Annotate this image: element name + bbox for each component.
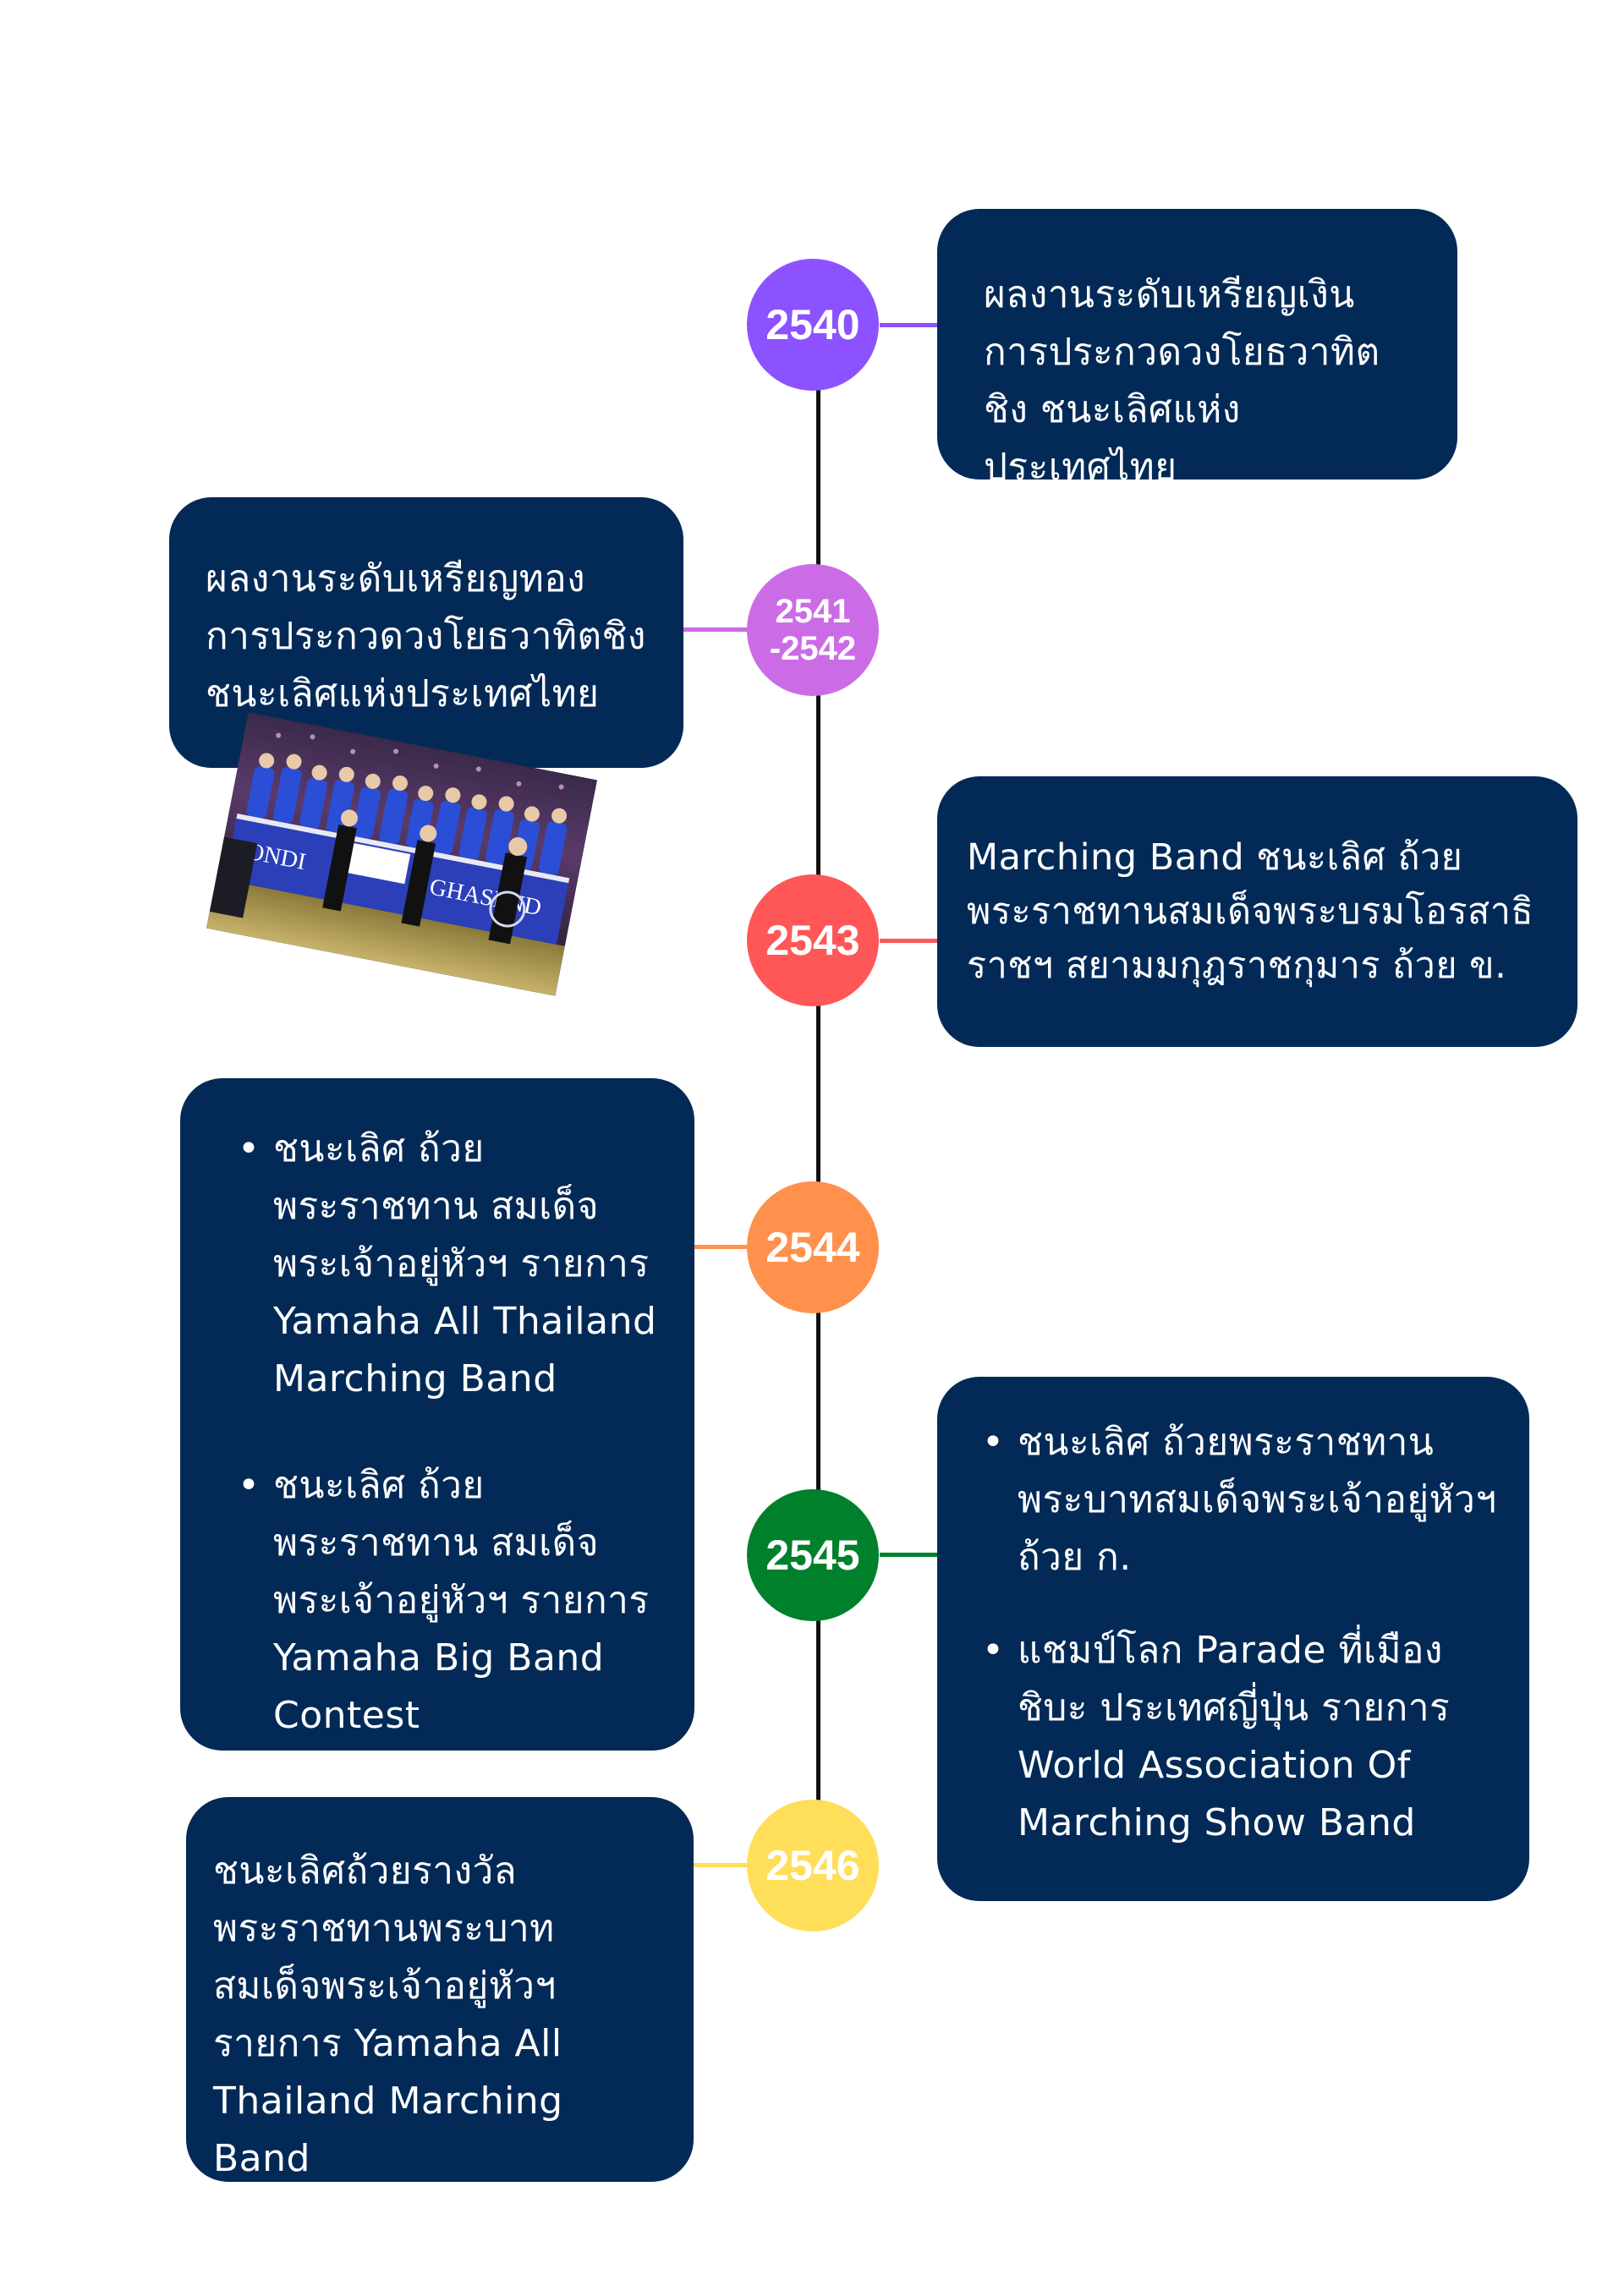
card-2544: ชนะเลิศ ถ้วยพระราชทาน สมเด็จพระเจ้าอยู่ห… — [180, 1078, 694, 1751]
year-node-2545: 2545 — [747, 1489, 879, 1621]
card-2545-list: ชนะเลิศ ถ้วยพระราชทาน พระบาทสมเด็จพระเจ้… — [974, 1414, 1504, 1852]
connector-2546 — [694, 1863, 757, 1867]
year-label-2542: -2542 — [769, 630, 857, 667]
card-2540-text: ผลงานระดับเหรียญเงิน การประกวดวงโยธวาทิต… — [984, 273, 1380, 489]
band-photo: ONDI GHASEND — [206, 712, 597, 996]
connector-2540 — [880, 323, 939, 327]
card-2541-text: ผลงานระดับเหรียญทอง การประกวดวงโยธวาทิตช… — [206, 557, 646, 715]
connector-2545 — [880, 1553, 939, 1557]
card-2544-list: ชนะเลิศ ถ้วยพระราชทาน สมเด็จพระเจ้าอยู่ห… — [229, 1121, 669, 1745]
year-label-2541: 2541 — [775, 593, 851, 630]
timeline-axis — [816, 326, 820, 1873]
card-2543: Marching Band ชนะเลิศ ถ้วยพระราชทานสมเด็… — [937, 776, 1577, 1047]
card-2545-item-2: แชมป์โลก Parade ที่เมือง ชิบะ ประเทศญี่ป… — [982, 1622, 1504, 1852]
card-2544-item-2: ชนะเลิศ ถ้วยพระราชทาน สมเด็จพระเจ้าอยู่ห… — [238, 1457, 669, 1745]
card-2544-item-1: ชนะเลิศ ถ้วยพระราชทาน สมเด็จพระเจ้าอยู่ห… — [238, 1121, 669, 1408]
card-2545: ชนะเลิศ ถ้วยพระราชทาน พระบาทสมเด็จพระเจ้… — [937, 1377, 1529, 1901]
year-node-2544: 2544 — [747, 1181, 879, 1313]
card-2546-text: ชนะเลิศถ้วยรางวัลพระราชทานพระบาทสมเด็จพร… — [213, 1849, 563, 2180]
year-label-2543: 2543 — [765, 916, 860, 964]
year-label-2545: 2545 — [765, 1531, 860, 1579]
band-photo-illustration: ONDI GHASEND — [206, 712, 597, 996]
card-2546: ชนะเลิศถ้วยรางวัลพระราชทานพระบาทสมเด็จพร… — [186, 1797, 694, 2182]
year-node-2541-2542: 2541 -2542 — [747, 564, 879, 696]
card-2541-2542: ผลงานระดับเหรียญทอง การประกวดวงโยธวาทิตช… — [169, 497, 683, 768]
card-2545-item-1: ชนะเลิศ ถ้วยพระราชทาน พระบาทสมเด็จพระเจ้… — [982, 1414, 1504, 1586]
year-label-2544: 2544 — [765, 1223, 860, 1271]
year-node-2546: 2546 — [747, 1800, 879, 1932]
connector-2541 — [681, 627, 757, 632]
year-node-2543: 2543 — [747, 874, 879, 1006]
connector-2544 — [694, 1245, 757, 1249]
year-label-2540: 2540 — [765, 300, 860, 348]
card-2540: ผลงานระดับเหรียญเงิน การประกวดวงโยธวาทิต… — [937, 209, 1457, 489]
card-2543-text: Marching Band ชนะเลิศ ถ้วยพระราชทานสมเด็… — [967, 836, 1534, 987]
year-node-2540: 2540 — [747, 259, 879, 391]
connector-2543 — [880, 939, 939, 943]
year-label-2546: 2546 — [765, 1841, 860, 1889]
